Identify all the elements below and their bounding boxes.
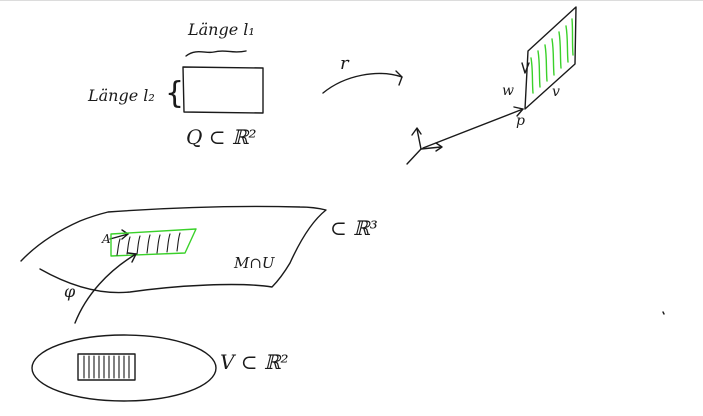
surface-group: A M∩U ⊂ ℝ³ — [20, 205, 378, 294]
map-phi-group: φ — [64, 252, 137, 324]
domain-V-rectangle — [77, 353, 136, 381]
domain-V-ellipse — [31, 334, 217, 402]
label-vector-v: v — [552, 84, 560, 100]
tangent-patch-group: w v p — [406, 6, 577, 165]
brace-left: { — [165, 76, 184, 111]
vector-w-arrow — [521, 62, 530, 74]
label-length-l1: Länge l₁ — [187, 20, 255, 39]
label-point-A: A — [101, 232, 111, 246]
label-map-phi: φ — [64, 282, 76, 301]
label-surface-space: ⊂ ℝ³ — [330, 216, 378, 240]
label-set-Q: Q ⊂ ℝ² — [186, 125, 257, 149]
green-hatching-top — [530, 18, 574, 94]
rectangle-Q-group: Länge l₁ Länge l₂ { Q ⊂ ℝ² — [87, 20, 264, 149]
domain-V-hatching — [83, 355, 130, 379]
brace-top — [185, 50, 247, 57]
axis-y — [420, 146, 442, 150]
point-A-arrow — [109, 233, 129, 240]
label-domain-V: V ⊂ ℝ² — [220, 350, 289, 374]
map-r-arc — [322, 72, 403, 94]
green-hatching-surface — [116, 232, 181, 256]
axis-z — [416, 128, 422, 150]
surface-green-patch — [110, 228, 197, 257]
vector-to-p-arrowhead — [513, 106, 524, 117]
domain-V-group: V ⊂ ℝ² — [31, 334, 289, 402]
label-length-l2: Länge l₂ — [87, 86, 155, 105]
map-phi-arc — [74, 253, 137, 324]
map-r-arrowhead — [395, 70, 403, 86]
rectangle-Q — [182, 66, 264, 114]
label-vector-w: w — [502, 83, 514, 99]
vector-to-p — [422, 108, 524, 149]
axis-x — [406, 148, 422, 165]
label-map-r: r — [340, 53, 350, 74]
surface-outline — [20, 205, 327, 294]
stray-mark — [662, 311, 665, 315]
label-point-p: p — [516, 113, 525, 129]
map-r-group: r — [322, 53, 403, 94]
tangent-parallelogram — [524, 6, 577, 110]
axis-z-arrowhead — [411, 127, 422, 136]
axis-y-arrowhead — [435, 142, 443, 152]
point-A-arrowhead — [121, 229, 129, 240]
map-phi-arrowhead — [127, 252, 137, 263]
label-surface-patch: M∩U — [233, 254, 276, 272]
